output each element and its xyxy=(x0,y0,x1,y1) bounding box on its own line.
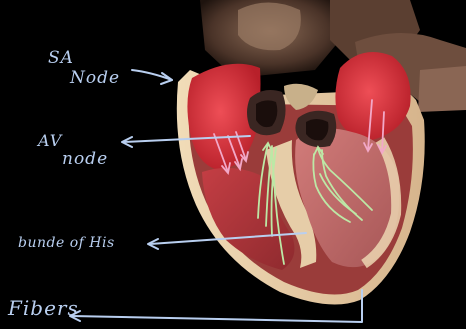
av-node-label-line1: AV xyxy=(38,133,62,149)
sa-node-label-line2: Node xyxy=(70,70,120,87)
sa-node-label-line1: SA xyxy=(48,50,74,67)
av-node-label-line2: node xyxy=(62,151,108,168)
fibers-label: Fibers xyxy=(8,298,79,318)
bundle-of-his-label: bunde of His xyxy=(18,236,115,250)
